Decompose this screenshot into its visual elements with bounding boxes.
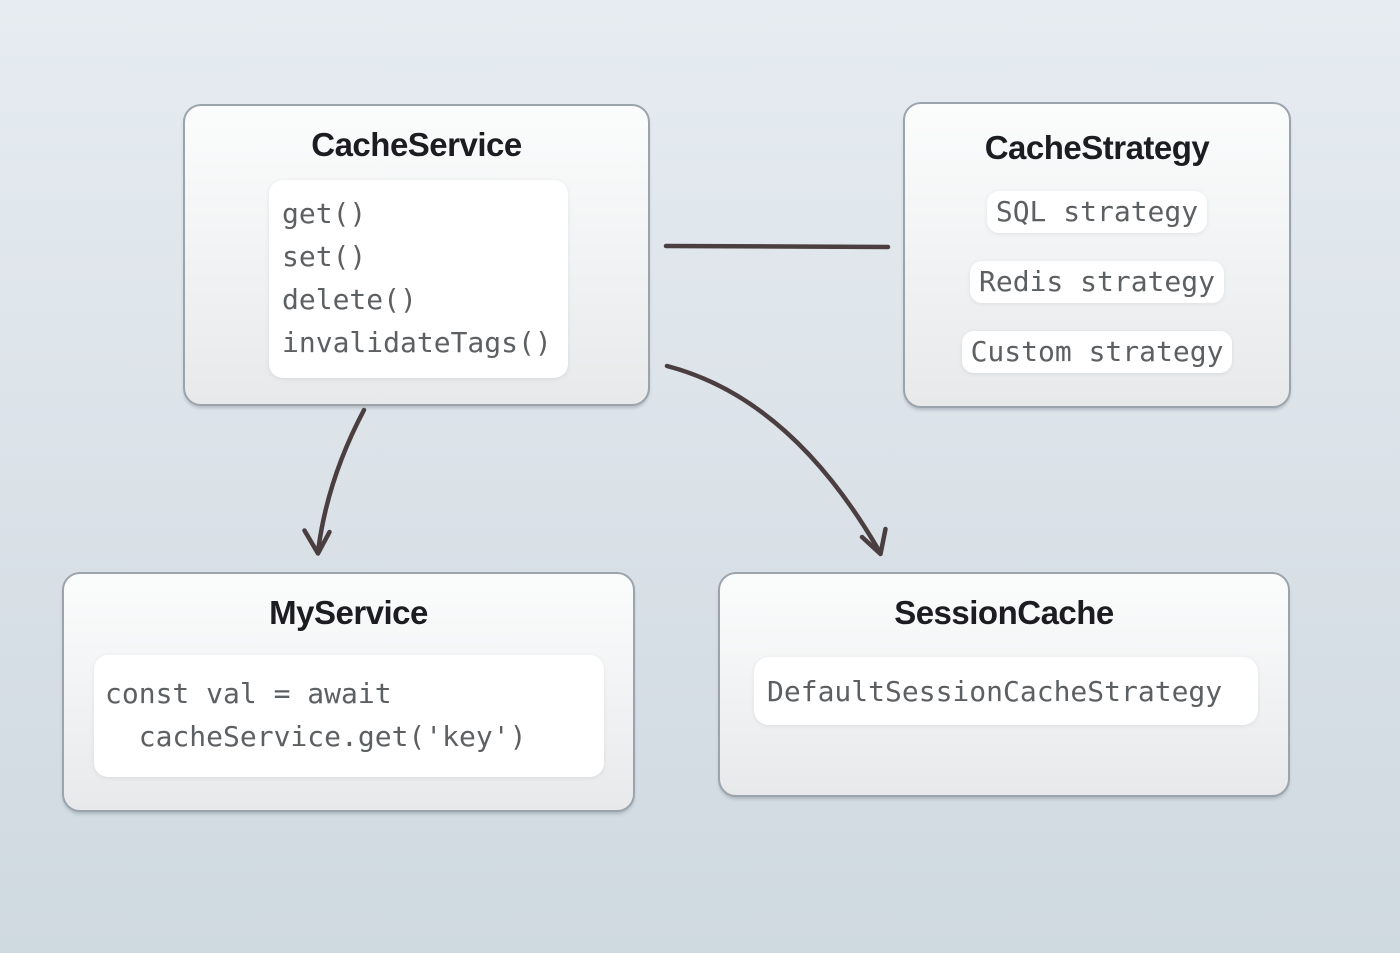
code-line: set() [282,240,367,273]
connector-cacheservice-sessioncache [664,363,881,552]
code-line: cacheService.get('key') [105,720,527,753]
strategy-pill: SQL strategy [986,191,1208,233]
code-panel: get() set() delete() invalidateTags() [269,180,568,378]
arrowhead-icon [302,528,332,556]
connector-cacheservice-myservice [316,407,367,551]
strategy-list: SQL strategy Redis strategy Custom strat… [905,191,1289,373]
strategy-pill: Redis strategy [969,261,1224,303]
code-line: get() [282,197,367,230]
strategy-pill: Custom strategy [961,331,1233,373]
node-myservice: MyService const val = await cacheService… [62,572,635,812]
arrowhead-icon [859,526,888,557]
node-title: CacheStrategy [984,129,1210,166]
code-line: invalidateTags() [282,326,552,359]
strategy-pill: DefaultSessionCacheStrategy [754,657,1258,725]
node-sessioncache: SessionCache DefaultSessionCacheStrategy [718,572,1290,797]
node-cacheservice: CacheService get() set() delete() invali… [183,104,650,406]
code-line: const val = await [105,677,392,710]
node-title: MyService [269,594,428,631]
connector-cacheservice-cachestrategy [663,243,891,250]
node-title: CacheService [311,126,522,163]
code-panel: const val = await cacheService.get('key'… [94,655,604,777]
code-line: delete() [282,283,417,316]
node-cachestrategy: CacheStrategy SQL strategy Redis strateg… [903,102,1291,408]
node-title: SessionCache [894,594,1114,631]
